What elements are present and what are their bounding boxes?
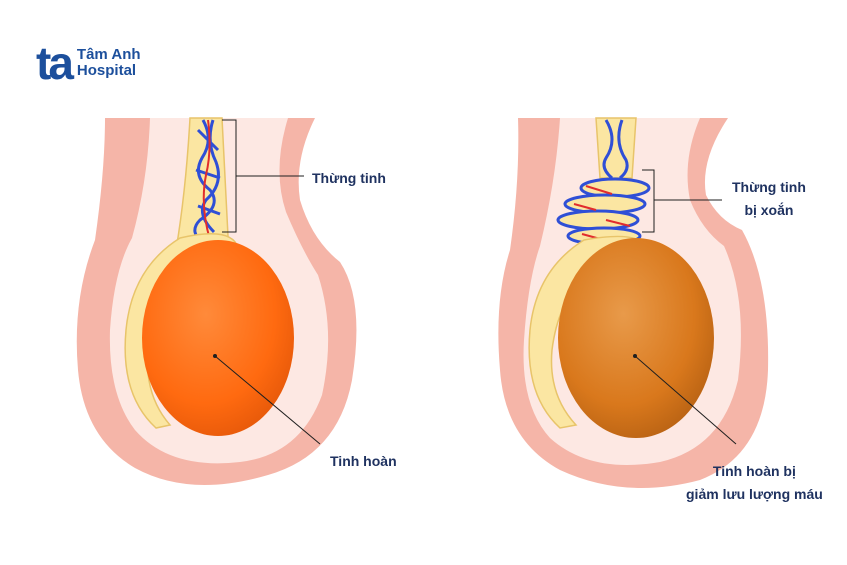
label-twisted-cord: Thừng tinh bị xoắn bbox=[732, 176, 806, 222]
label-testis-reduced: Tinh hoàn bị giảm lưu lượng máu bbox=[686, 460, 823, 506]
label-testis: Tinh hoàn bbox=[330, 453, 397, 469]
testis-pointer-left bbox=[214, 355, 321, 445]
spermatic-cord-right bbox=[595, 117, 637, 179]
label-testis-reduced-line-1: Tinh hoàn bị bbox=[712, 463, 796, 479]
label-twisted-cord-line-2: bị xoắn bbox=[744, 202, 794, 219]
label-spermatic-cord: Thừng tinh bbox=[312, 170, 386, 186]
logo-text: Tâm Anh Hospital bbox=[77, 47, 141, 79]
vessels-left bbox=[193, 119, 221, 246]
testis-pointer-right bbox=[634, 355, 737, 445]
torsion-diagram bbox=[498, 117, 769, 488]
testis-normal bbox=[142, 240, 294, 436]
logo-mark: ta bbox=[36, 37, 74, 89]
label-testis-reduced-line-2: giảm lưu lượng máu bbox=[686, 486, 823, 503]
vessels-right bbox=[602, 119, 629, 180]
label-twisted-cord-line-1: Thừng tinh bbox=[732, 179, 806, 195]
artery-left bbox=[202, 119, 211, 241]
cord-bracket-right bbox=[642, 169, 655, 233]
logo-line-2: Hospital bbox=[76, 62, 137, 79]
testis-reduced-blood-flow bbox=[558, 238, 714, 438]
logo-line-1: Tâm Anh bbox=[76, 46, 141, 64]
normal-diagram bbox=[76, 117, 357, 485]
hospital-logo: ta Tâm Anh Hospital bbox=[36, 40, 141, 86]
